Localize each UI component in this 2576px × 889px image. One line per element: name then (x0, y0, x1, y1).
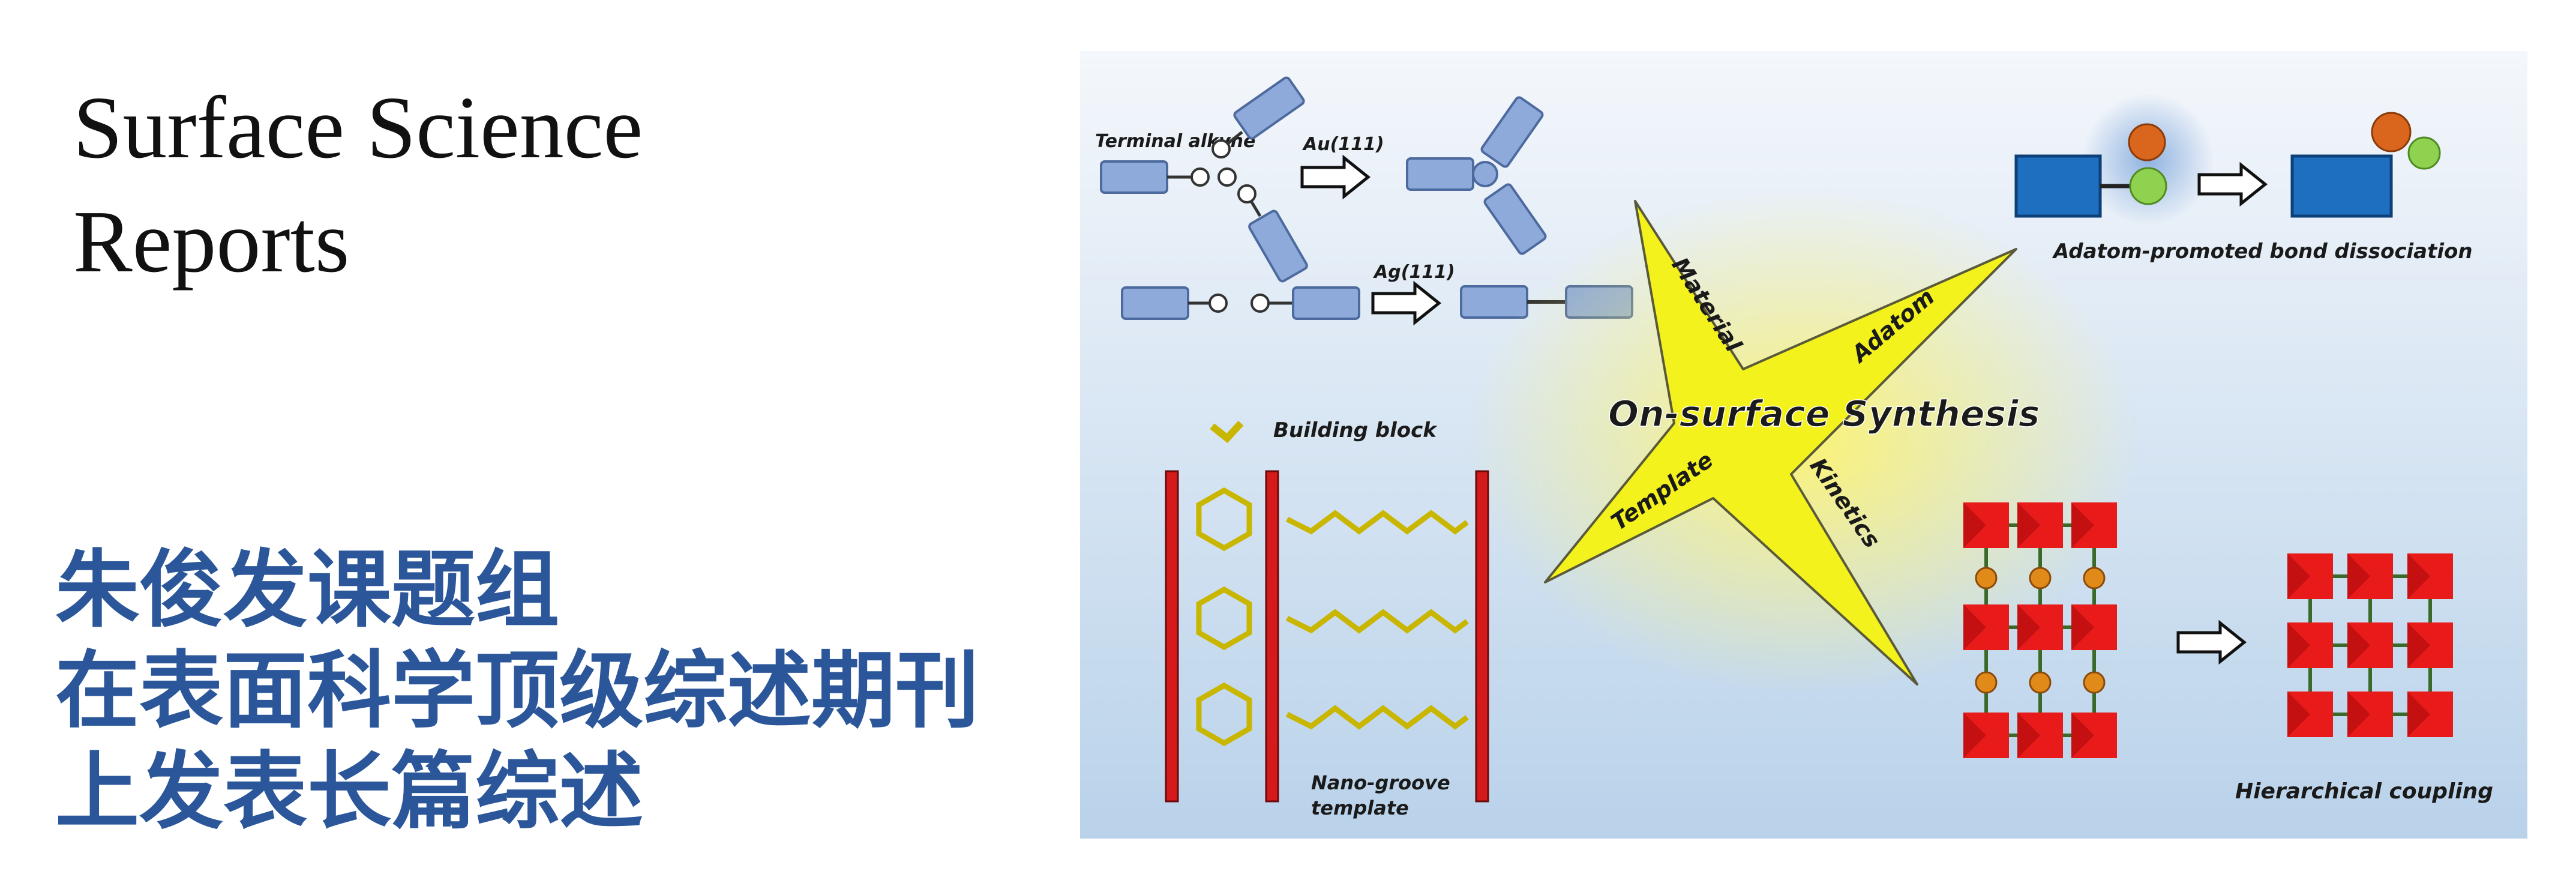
headline-line1: 朱俊发课题组 (55, 541, 560, 639)
nano-groove-label-2: template (1311, 797, 1409, 819)
abstract-figure: Terminal alkyne Au(111) A (1080, 51, 2527, 839)
hierarchical-scheme: Hierarchical coupling (1963, 502, 2493, 804)
journal-title-line1: Surface Science (73, 79, 643, 177)
headline-line2: 在表面科学顶级综述期刊 (55, 642, 980, 740)
adatom-bond-label: Adatom-promoted bond dissociation (2052, 240, 2473, 264)
headline-line3: 上发表长篇综述 (55, 743, 644, 841)
adatom-scheme: Adatom-promoted bond dissociation (2014, 93, 2473, 264)
nano-groove-label-1: Nano-groove (1311, 771, 1450, 794)
alkyne-au-scheme: Terminal alkyne Au(111) (1095, 75, 1548, 284)
on-surface-label: On-surface Synthesis (1608, 393, 2040, 435)
journal-title: Surface Science Reports (73, 71, 643, 299)
on-surface-star: Material Adatom Template Kinetics On-sur… (1467, 189, 2139, 693)
headline: 朱俊发课题组 在表面科学顶级综述期刊 上发表长篇综述 (55, 540, 979, 843)
figure-svg: Terminal alkyne Au(111) A (1080, 51, 2527, 839)
ag111-label: Ag(111) (1373, 262, 1455, 283)
nano-groove-scheme: Building block Nano-groove template (1165, 418, 1489, 819)
hierarchical-label: Hierarchical coupling (2235, 779, 2493, 804)
building-block-label: Building block (1273, 418, 1438, 442)
au111-label: Au(111) (1302, 134, 1384, 155)
journal-title-line2: Reports (73, 193, 350, 291)
